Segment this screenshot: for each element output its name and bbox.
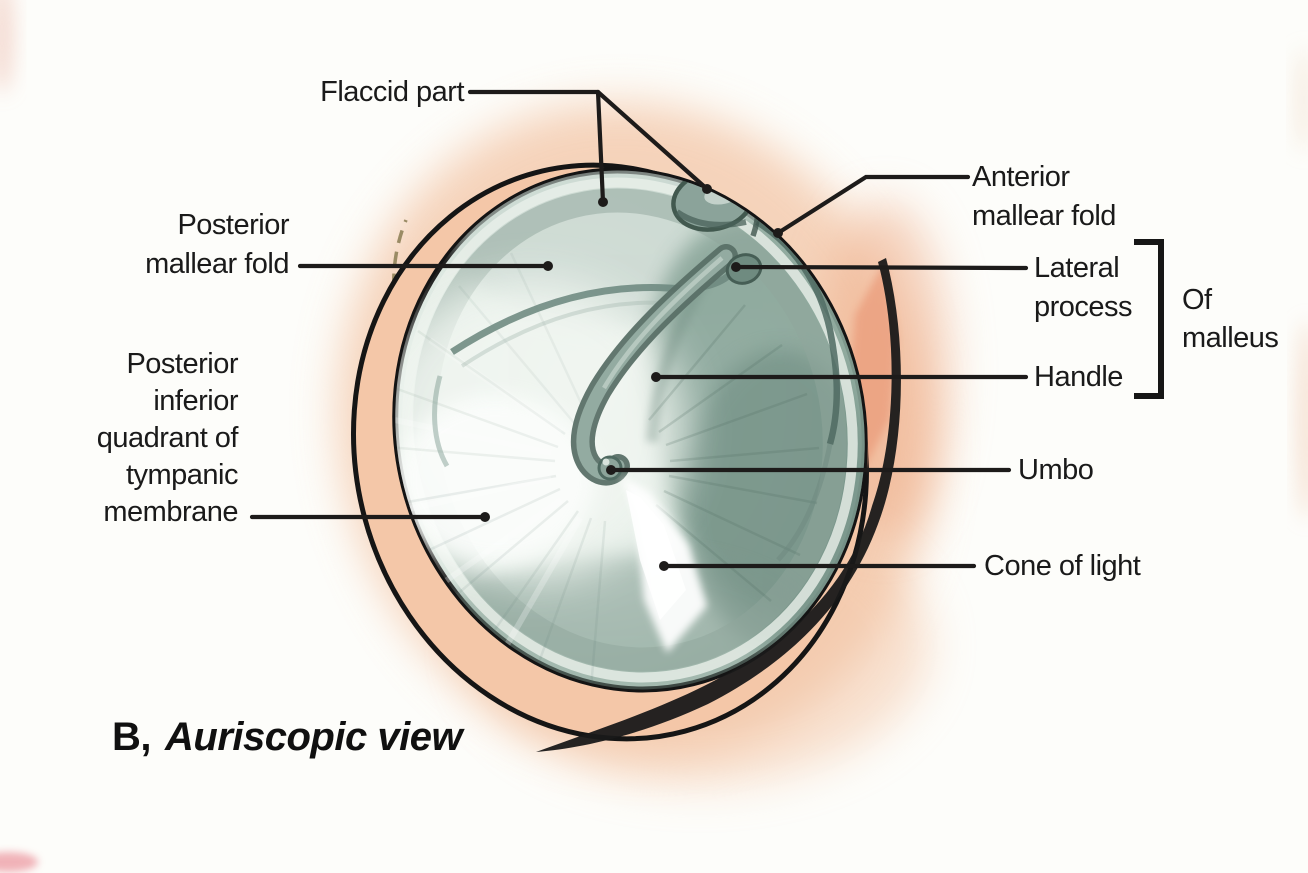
posterior-mallear-fold-leader: [297, 261, 553, 271]
anterior-mallear-fold-leader: [773, 174, 971, 238]
handle-leader: [651, 372, 1029, 382]
label-posterior-inferior-quadrant: Posterior inferior quadrant of tympanic …: [96, 348, 239, 528]
umbo-leader: [606, 465, 1012, 475]
label-umbo: Umbo: [1018, 454, 1094, 486]
ear-canal-sweep: [536, 258, 901, 752]
label-of-malleus: Of malleus: [1182, 284, 1279, 354]
label-posterior-mallear-fold: Posterior mallear fold: [145, 209, 289, 280]
membrane-sheen-streaks: [394, 337, 583, 659]
leader-lines: [249, 89, 1029, 571]
caption-title: Auriscopic view: [165, 715, 463, 759]
anterior-fold-tail: [776, 443, 833, 562]
flaccid-part-leader: [467, 89, 712, 207]
lateral-process-leader: [731, 262, 1029, 272]
posterior-inferior-quadrant-leader: [249, 512, 490, 522]
of-malleus-bracket: [1134, 239, 1164, 399]
caption-letter: B,: [112, 715, 152, 759]
fold-echo: [460, 300, 666, 368]
label-handle: Handle: [1034, 361, 1123, 393]
figure-caption: B, Auriscopic view: [112, 715, 463, 760]
fold-small-arc: [432, 375, 450, 468]
anterior-striations: [648, 304, 820, 602]
label-cone-of-light: Cone of light: [984, 550, 1141, 582]
label-lateral-process: Lateral process: [1034, 252, 1133, 323]
posterior-mallear-fold-line: [450, 265, 739, 355]
label-flaccid-part: Flaccid part: [320, 76, 464, 108]
cone-of-light-leader: [659, 561, 977, 571]
label-anterior-mallear-fold: Anterior mallear fold: [972, 161, 1116, 232]
